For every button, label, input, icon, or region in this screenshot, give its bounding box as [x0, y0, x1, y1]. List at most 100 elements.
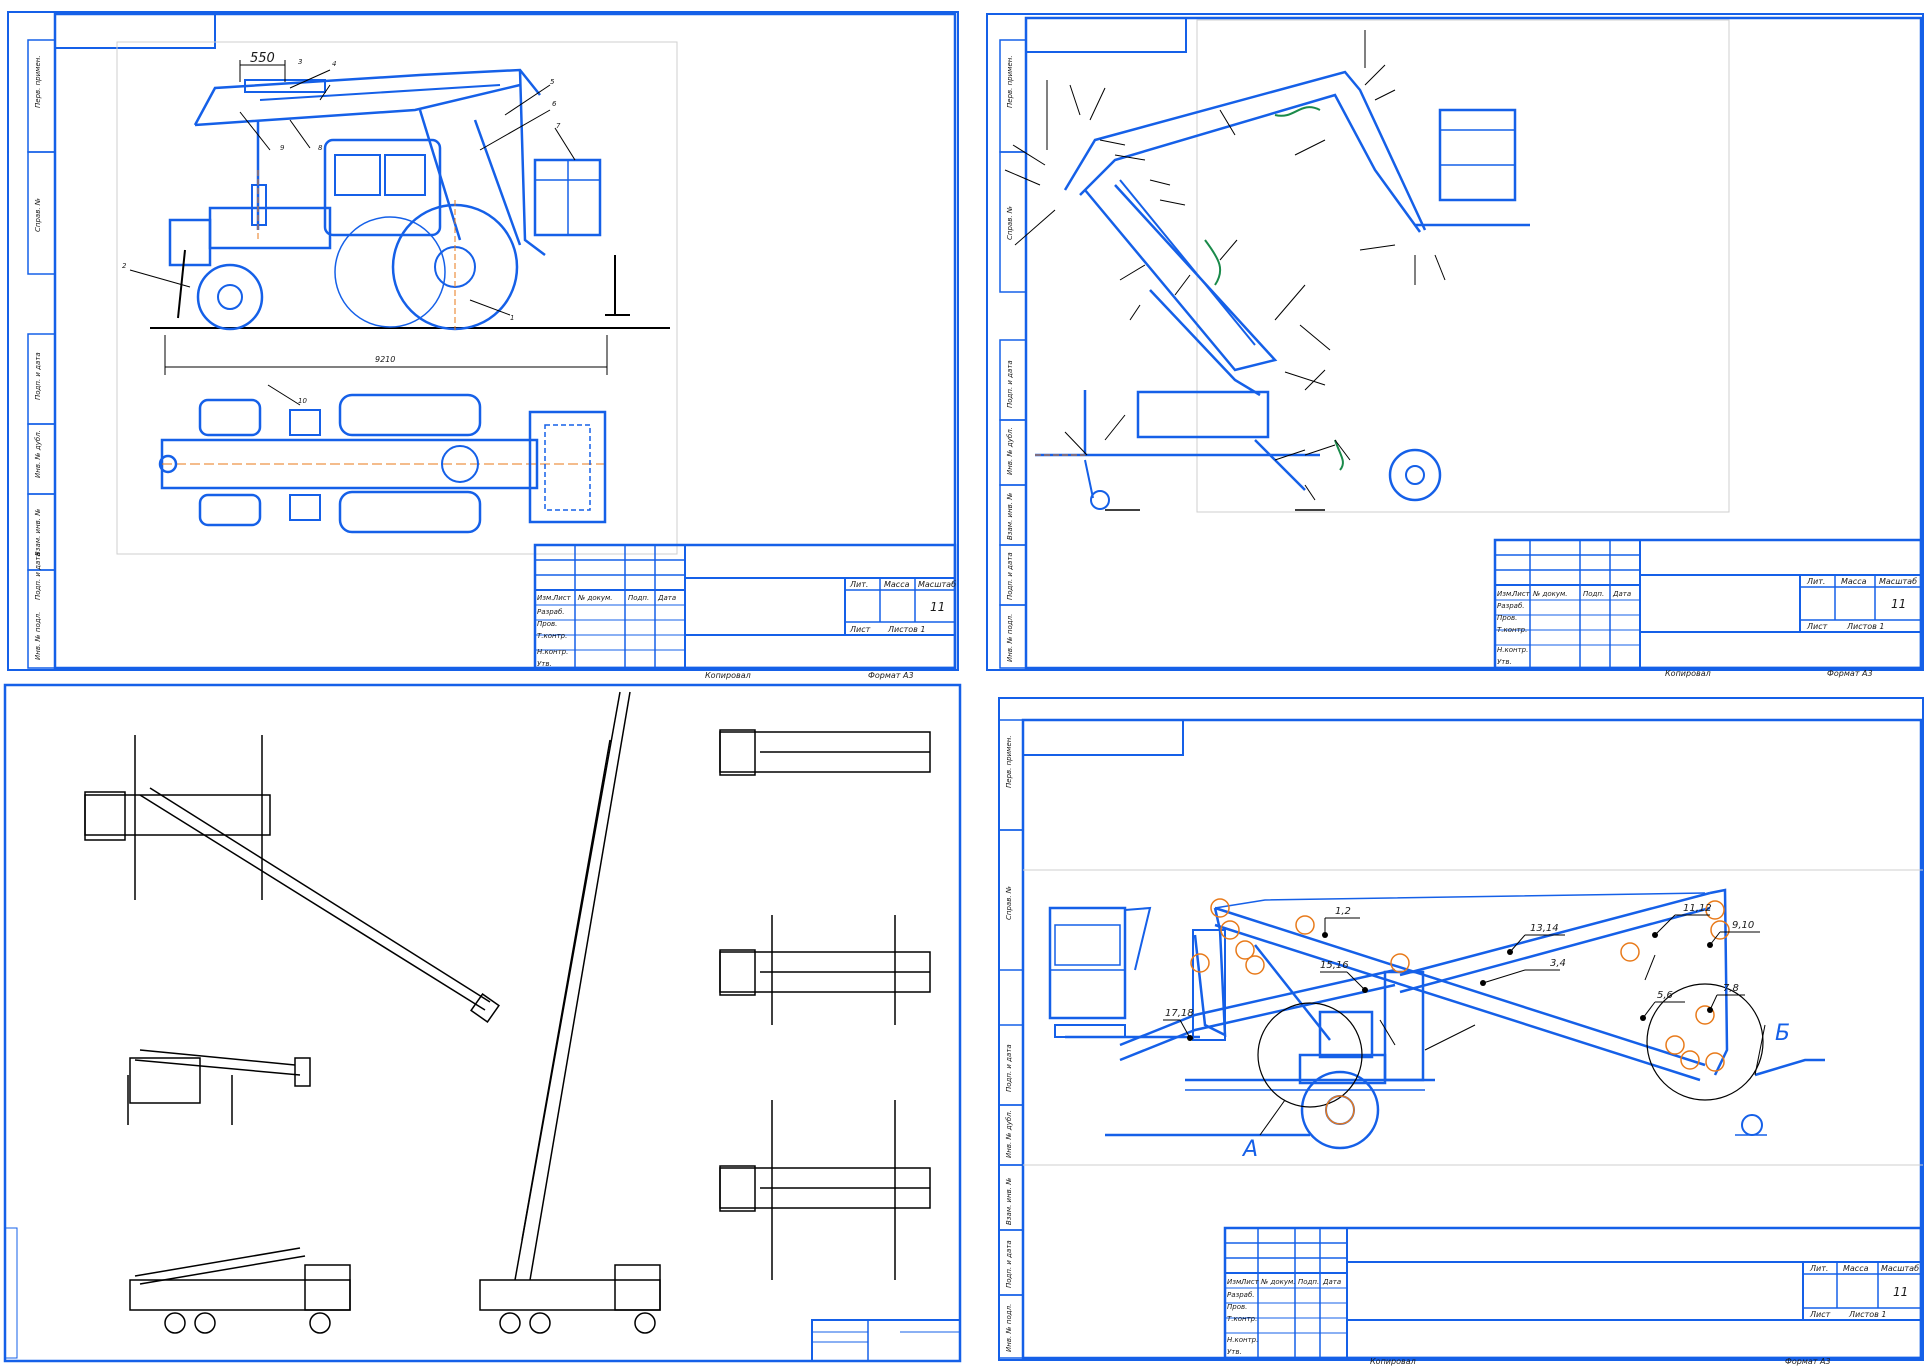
- callout-1: 1: [510, 314, 514, 322]
- load-arrows: [1004, 30, 1446, 501]
- tb4-podp: Подп.: [1298, 1278, 1319, 1286]
- side2-1: Справ. №: [1006, 206, 1014, 240]
- pin-markers: [1190, 898, 1730, 1125]
- side1-1: Справ. №: [34, 198, 42, 232]
- tb4-copied: Копировал: [1370, 1357, 1416, 1366]
- tb1-scale: 11: [930, 600, 945, 614]
- tb4-tkontr: Т.контр.: [1227, 1315, 1257, 1323]
- side4-4: Взам. инв. №: [1005, 1177, 1013, 1225]
- tb2-podp: Подп.: [1583, 590, 1604, 598]
- tb4-izm: Изм.: [1227, 1278, 1243, 1286]
- side2-3: Инв. № дубл.: [1006, 427, 1014, 475]
- callout-3: 3: [298, 58, 302, 66]
- side2-0: Перв. примен.: [1006, 55, 1014, 108]
- side1-4: Взам. инв. №: [34, 508, 42, 556]
- side2-5: Подп. и дата: [1006, 552, 1014, 600]
- callout-11-12: 11,12: [1683, 903, 1712, 914]
- tb2-format: Формат А3: [1827, 669, 1873, 678]
- callout-3-4: 3,4: [1550, 958, 1566, 969]
- tb1-format: Формат А3: [868, 671, 914, 680]
- title-block-3: [811, 1319, 961, 1362]
- tb2-copied: Копировал: [1665, 669, 1711, 678]
- tb2-izm: Изм.: [1497, 590, 1513, 598]
- callout-9-10: 9,10: [1732, 920, 1754, 931]
- callout-10: 10: [298, 397, 307, 405]
- callout-2: 2: [122, 262, 127, 270]
- side2-4: Взам. инв. №: [1006, 492, 1014, 540]
- tb2-lit: Лит.: [1806, 577, 1825, 586]
- tb2-scale: 11: [1891, 597, 1906, 611]
- callout-6: 6: [552, 100, 557, 108]
- side1-3: Инв. № дубл.: [34, 430, 42, 478]
- tb2-prov: Пров.: [1497, 614, 1517, 622]
- tb1-masshtab: Масштаб: [918, 580, 956, 589]
- callout-1-2: 1,2: [1335, 906, 1351, 917]
- tb4-sheet: Лист: [1809, 1310, 1831, 1319]
- sheet-4-drawing: 1,2 13,14 11,12 9,10 15,16 3,4 5,6 7,8 1…: [998, 697, 1924, 1366]
- tb2-nkontr: Н.контр.: [1497, 646, 1528, 654]
- side1-2: Подп. и дата: [34, 352, 42, 400]
- side1-6: Инв. № подл.: [34, 612, 42, 660]
- side1-0: Перв. примен.: [34, 55, 42, 108]
- side4-2: Подп. и дата: [1005, 1044, 1013, 1092]
- tb2-masshtab: Масштаб: [1879, 577, 1917, 586]
- tb2-razrab: Разраб.: [1497, 602, 1525, 610]
- tb1-prov: Пров.: [537, 620, 557, 628]
- tb4-razrab: Разраб.: [1227, 1291, 1255, 1299]
- callout-13-14: 13,14: [1530, 923, 1559, 934]
- tb2-dokum: № докум.: [1532, 590, 1568, 598]
- sheet-4: 1,2 13,14 11,12 9,10 15,16 3,4 5,6 7,8 1…: [975, 680, 1926, 1366]
- title-block-2: [1493, 538, 1923, 670]
- tb2-list: Лист: [1511, 590, 1531, 598]
- tb4-scale: 11: [1893, 1285, 1908, 1299]
- callout-7-8: 7,8: [1723, 983, 1739, 994]
- tb1-massa: Масса: [884, 580, 910, 589]
- tb4-sheets: Листов 1: [1848, 1310, 1887, 1319]
- side4-5: Подп. и дата: [1005, 1240, 1013, 1288]
- tb1-list: Лист: [552, 594, 572, 602]
- side2-2: Подп. и дата: [1006, 360, 1014, 408]
- tb1-podp: Подп.: [628, 594, 649, 602]
- tb1-lit: Лит.: [849, 580, 868, 589]
- side2-6: Инв. № подл.: [1006, 614, 1014, 662]
- callout-9: 9: [280, 144, 285, 152]
- tb1-utv: Утв.: [537, 660, 552, 668]
- tb1-dokum: № докум.: [577, 594, 613, 602]
- view-label-b: Б: [1775, 1021, 1790, 1046]
- callout-leaders-4: [1163, 914, 1766, 1136]
- tb2-sheet: Лист: [1806, 622, 1828, 631]
- callout-5: 5: [550, 78, 555, 86]
- callout-17-18: 17,18: [1165, 1008, 1194, 1019]
- side4-0: Перв. примен.: [1005, 735, 1013, 788]
- callout-7: 7: [556, 122, 561, 130]
- tb1-tkontr: Т.контр.: [537, 632, 567, 640]
- tb4-lit: Лит.: [1809, 1264, 1828, 1273]
- callout-4: 4: [332, 60, 336, 68]
- view-label-a: А: [1241, 1137, 1258, 1162]
- side4-1: Справ. №: [1005, 886, 1013, 920]
- tb2-data: Дата: [1612, 590, 1631, 598]
- side4-3: Инв. № дубл.: [1005, 1110, 1013, 1158]
- tb1-sheet: Лист: [849, 625, 871, 634]
- tb2-sheets: Листов 1: [1846, 622, 1885, 631]
- tb1-data: Дата: [657, 594, 676, 602]
- tb4-data: Дата: [1322, 1278, 1341, 1286]
- vehicle-views: [84, 691, 931, 1334]
- dimension-550: 550: [250, 51, 275, 66]
- tb2-tkontr: Т.контр.: [1497, 626, 1527, 634]
- callout-dots: [1187, 932, 1713, 1041]
- tb1-nkontr: Н.контр.: [537, 648, 568, 656]
- dimension-9210: 9210: [375, 355, 395, 364]
- callout-8: 8: [318, 144, 323, 152]
- tb2-massa: Масса: [1841, 577, 1867, 586]
- callout-leaders: [129, 69, 576, 406]
- tb4-prov: Пров.: [1227, 1303, 1247, 1311]
- sheet-1-drawing: 550 9210 1 2 3 4 5 6 7 8 9 10: [7, 11, 959, 680]
- sheet-2: Изм. Лист № докум. Подп. Дата Разраб. Пр…: [975, 0, 1926, 680]
- tb4-dokum: № докум.: [1260, 1278, 1296, 1286]
- tb2-utv: Утв.: [1497, 658, 1512, 666]
- tb4-utv: Утв.: [1227, 1348, 1242, 1356]
- tb4-nkontr: Н.контр.: [1227, 1336, 1258, 1344]
- tb1-sheets: Листов 1: [887, 625, 926, 634]
- sheet-3: [0, 680, 965, 1366]
